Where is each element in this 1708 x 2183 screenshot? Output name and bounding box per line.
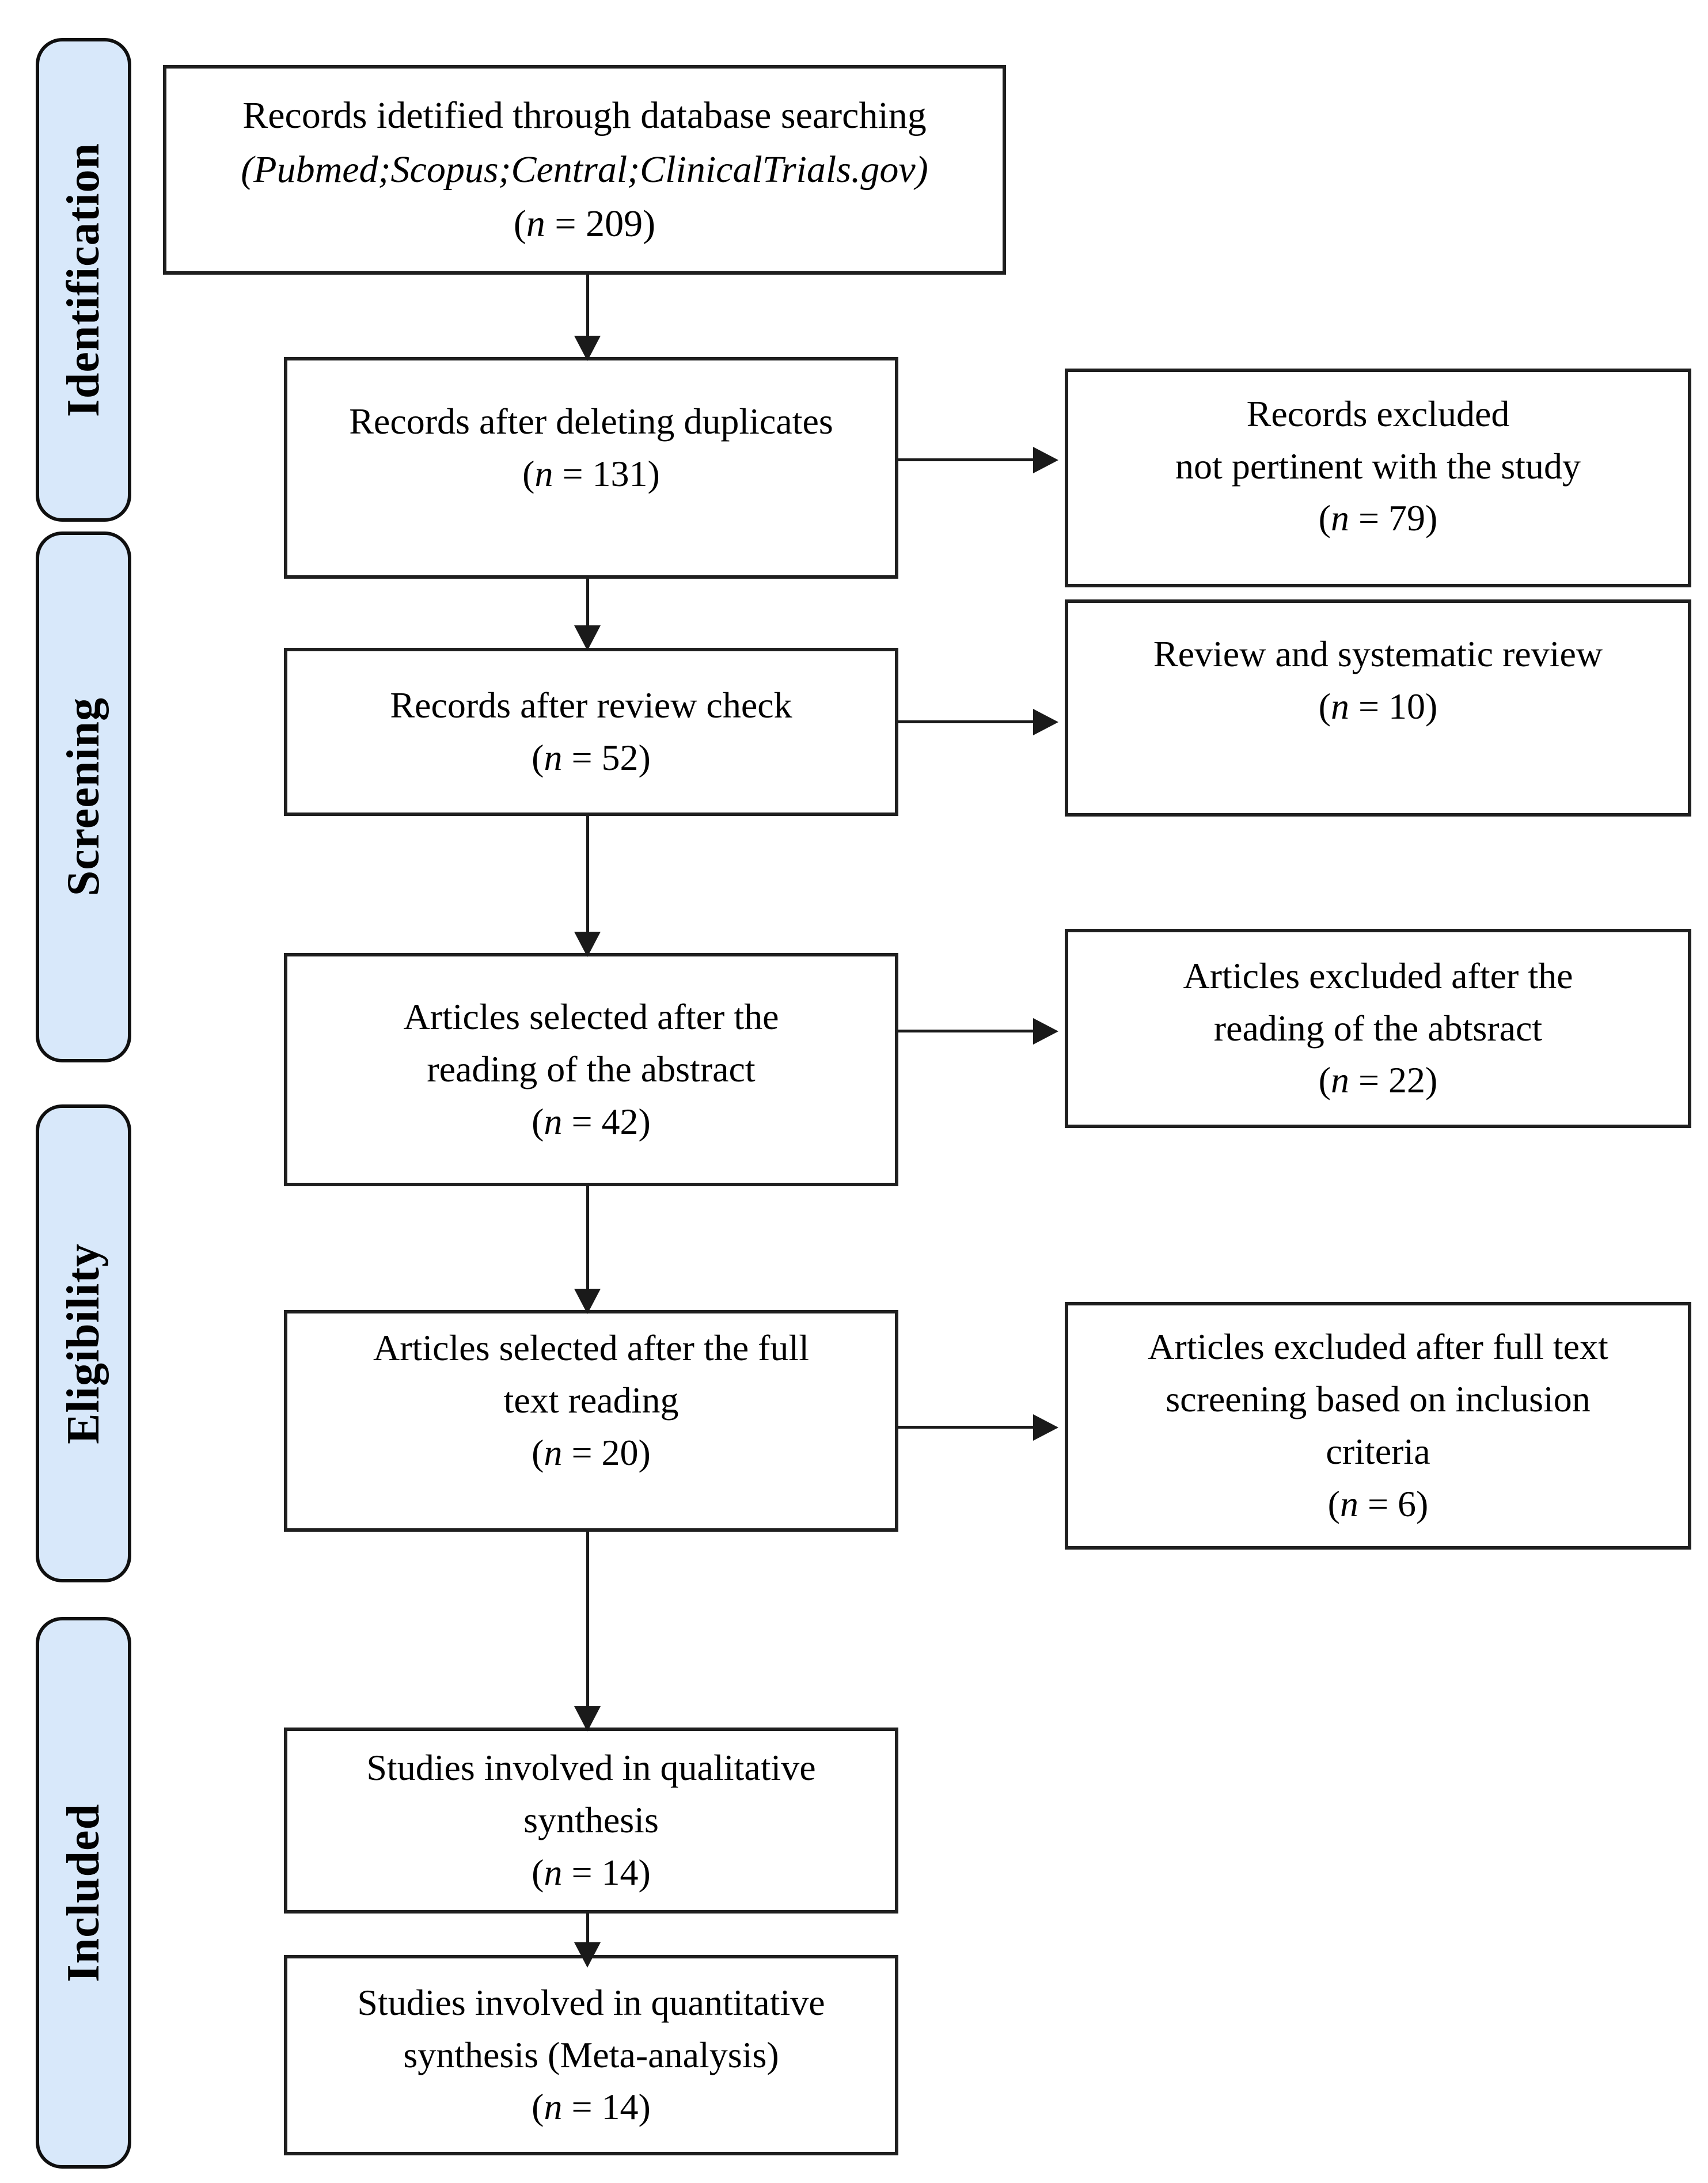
arrow-fulltext-to-fulltextexcluded-head-icon (1033, 1414, 1058, 1441)
stage-identification-label: Identification (58, 142, 109, 417)
box-records-after-review-check-count: (n = 52) (532, 737, 651, 778)
box-records-identified-count: (n = 209) (513, 202, 656, 245)
box-qualitative-synthesis-line1: Studies involved in qualitative (366, 1747, 816, 1789)
arrow-identified-to-dedup-line (586, 275, 589, 337)
box-fulltext-excluded-count: (n = 6) (1327, 1483, 1429, 1524)
box-reviews-excluded-count: (n = 10) (1318, 686, 1438, 727)
box-records-deduplicated: Records after deleting duplicates (n = 1… (284, 357, 898, 579)
box-records-excluded-line2: not pertinent with the study (1175, 445, 1581, 487)
box-quantitative-synthesis-line1: Studies involved in quantitative (357, 1981, 825, 2023)
arrow-abstract-to-abstractexcluded-head-icon (1033, 1018, 1058, 1045)
arrow-abstract-to-fulltext-line (586, 1186, 589, 1290)
stage-eligibility-label: Eligibility (58, 1243, 109, 1444)
box-qualitative-synthesis: Studies involved in qualitative synthesi… (284, 1728, 898, 1914)
arrow-dedup-to-excluded-line (898, 458, 1037, 461)
box-records-after-review-check: Records after review check (n = 52) (284, 648, 898, 816)
arrow-dedup-to-reviewcheck-line (586, 579, 589, 627)
box-quantitative-synthesis-line2: synthesis (Meta-analysis) (403, 2034, 779, 2075)
box-qualitative-synthesis-count: (n = 14) (532, 1851, 651, 1893)
stage-identification: Identification (36, 38, 131, 522)
box-abstract-excluded-count: (n = 22) (1318, 1060, 1438, 1101)
box-records-excluded-line1: Records excluded (1246, 393, 1510, 434)
box-abstract-excluded-line2: reading of the abtsract (1213, 1007, 1543, 1049)
box-fulltext-excluded-line2: screening based on inclusion (1166, 1379, 1591, 1420)
arrow-abstract-to-fulltext-head-icon (574, 1289, 601, 1314)
arrow-reviewcheck-to-reviews-head-icon (1033, 709, 1058, 735)
box-articles-after-fulltext-count: (n = 20) (532, 1432, 651, 1473)
box-articles-after-fulltext: Articles selected after the full text re… (284, 1310, 898, 1532)
box-articles-after-fulltext-line2: text reading (503, 1380, 679, 1421)
box-articles-after-abstract: Articles selected after the reading of t… (284, 953, 898, 1186)
box-fulltext-excluded-line1: Articles excluded after full text (1148, 1326, 1608, 1368)
box-reviews-excluded: Review and systematic review (n = 10) (1065, 599, 1691, 817)
arrow-qualitative-to-quantitative-line (586, 1914, 589, 1945)
box-qualitative-synthesis-line2: synthesis (523, 1799, 659, 1841)
box-abstract-excluded: Articles excluded after the reading of t… (1065, 929, 1691, 1128)
box-fulltext-excluded-line3: criteria (1326, 1431, 1430, 1472)
box-fulltext-excluded: Articles excluded after full text screen… (1065, 1302, 1691, 1550)
box-abstract-excluded-line1: Articles excluded after the (1183, 955, 1573, 996)
box-records-identified-line2: (Pubmed;Scopus;Central;ClinicalTrials.go… (241, 149, 928, 191)
stage-eligibility: Eligibility (36, 1104, 131, 1582)
box-articles-after-abstract-line2: reading of the abstract (427, 1049, 756, 1090)
arrow-qualitative-to-quantitative-head-icon (574, 1942, 601, 1968)
box-articles-after-fulltext-line1: Articles selected after the full (373, 1327, 809, 1369)
stage-included: Included (36, 1617, 131, 2169)
box-records-identified-line1: Records idetified through database searc… (242, 94, 927, 137)
box-quantitative-synthesis: Studies involved in quantitative synthes… (284, 1955, 898, 2155)
box-records-identified: Records idetified through database searc… (163, 65, 1006, 275)
arrow-reviewcheck-to-reviews-line (898, 720, 1037, 723)
arrow-dedup-to-excluded-head-icon (1033, 447, 1058, 473)
box-records-deduplicated-count: (n = 131) (522, 453, 660, 494)
arrow-fulltext-to-qualitative-head-icon (574, 1706, 601, 1732)
box-quantitative-synthesis-count: (n = 14) (532, 2086, 651, 2128)
box-articles-after-abstract-line1: Articles selected after the (403, 996, 779, 1038)
box-records-excluded-count: (n = 79) (1318, 498, 1438, 539)
box-reviews-excluded-line1: Review and systematic review (1153, 633, 1603, 675)
stage-screening-label: Screening (58, 697, 109, 897)
arrow-dedup-to-reviewcheck-head-icon (574, 625, 601, 651)
box-records-excluded: Records excluded not pertinent with the … (1065, 369, 1691, 587)
arrow-reviewcheck-to-abstract-head-icon (574, 932, 601, 957)
box-records-after-review-check-line1: Records after review check (390, 685, 792, 726)
box-articles-after-abstract-count: (n = 42) (532, 1100, 651, 1142)
arrow-fulltext-to-fulltextexcluded-line (898, 1426, 1037, 1429)
box-records-deduplicated-line1: Records after deleting duplicates (349, 400, 833, 442)
arrow-identified-to-dedup-head-icon (574, 336, 601, 361)
arrow-abstract-to-abstractexcluded-line (898, 1030, 1037, 1032)
stage-screening: Screening (36, 531, 131, 1062)
arrow-fulltext-to-qualitative-line (586, 1532, 589, 1707)
arrow-reviewcheck-to-abstract-line (586, 816, 589, 933)
stage-included-label: Included (58, 1803, 109, 1983)
